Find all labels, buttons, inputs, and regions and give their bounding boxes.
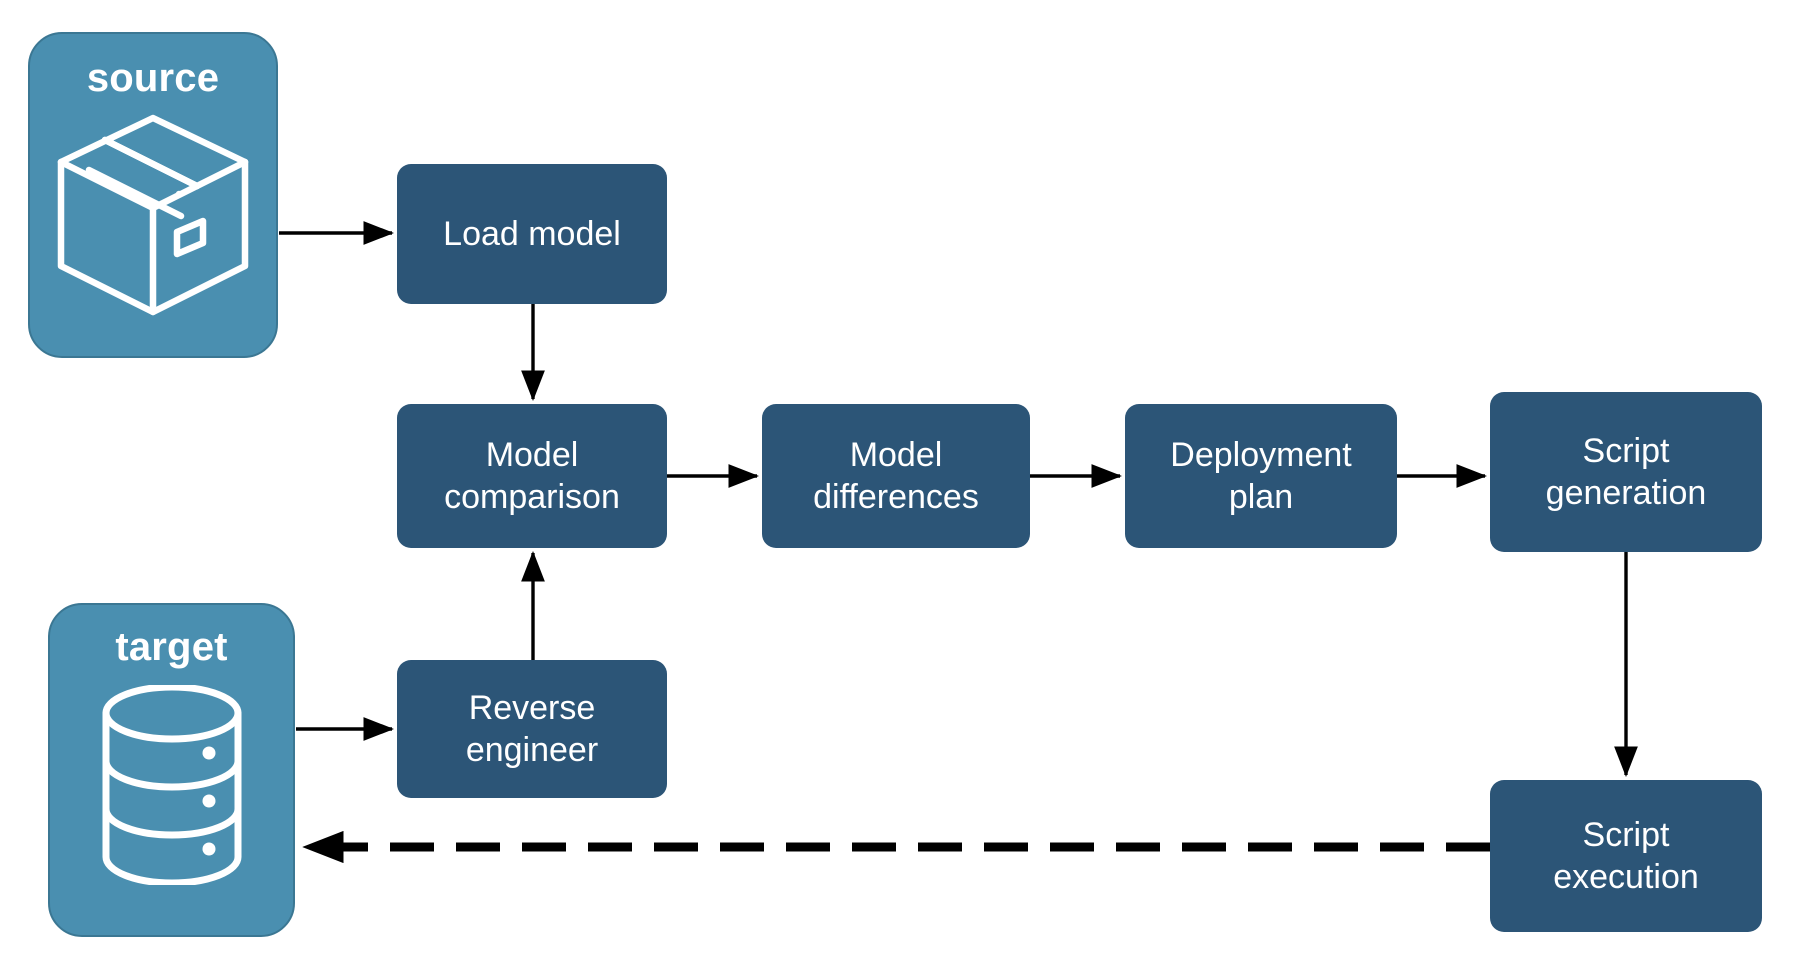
node-script-generation-label: Script generation bbox=[1545, 431, 1707, 513]
node-reverse-engineer-label: Reverse engineer bbox=[465, 688, 599, 770]
endpoint-source[interactable]: source bbox=[28, 32, 278, 358]
database-cylinder-icon bbox=[92, 683, 252, 890]
node-load-model-label: Load model bbox=[443, 214, 621, 253]
node-model-comparison[interactable]: Model comparison bbox=[397, 404, 667, 548]
node-script-generation[interactable]: Script generation bbox=[1490, 392, 1762, 552]
node-reverse-engineer[interactable]: Reverse engineer bbox=[397, 660, 667, 798]
endpoint-target-label: target bbox=[115, 625, 228, 669]
node-deployment-plan[interactable]: Deployment plan bbox=[1125, 404, 1397, 548]
package-box-icon bbox=[53, 110, 253, 325]
endpoint-target[interactable]: target bbox=[48, 603, 295, 937]
node-model-differences-label: Model differences bbox=[813, 435, 979, 517]
node-script-execution-label: Script execution bbox=[1553, 815, 1699, 897]
node-model-comparison-label: Model comparison bbox=[444, 435, 620, 517]
node-model-differences[interactable]: Model differences bbox=[762, 404, 1030, 548]
node-load-model[interactable]: Load model bbox=[397, 164, 667, 304]
node-script-execution[interactable]: Script execution bbox=[1490, 780, 1762, 932]
endpoint-source-label: source bbox=[86, 56, 220, 100]
node-deployment-plan-label: Deployment plan bbox=[1170, 435, 1352, 517]
